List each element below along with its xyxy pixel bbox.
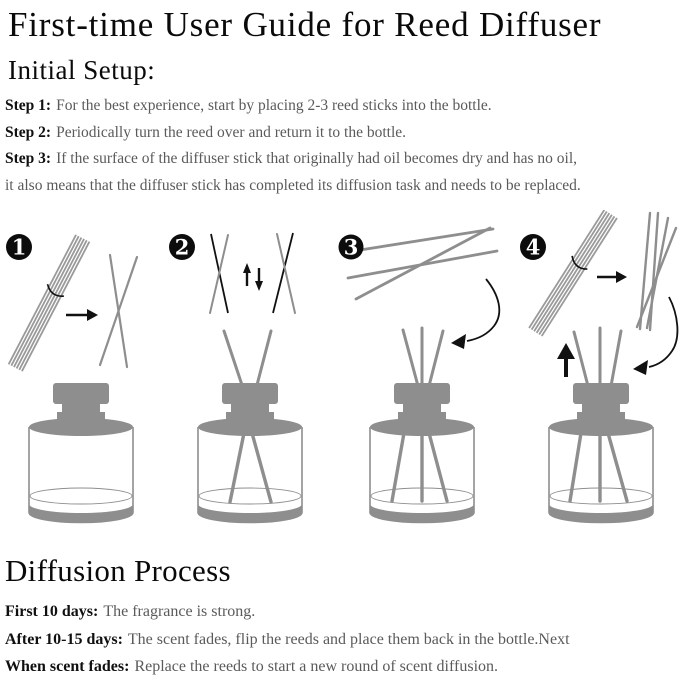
step-number-badge: 4 [520, 234, 546, 260]
step-number-badge: 2 [169, 234, 195, 260]
step-3-text: If the surface of the diffuser stick tha… [56, 150, 578, 167]
tie-string-icon [46, 283, 64, 297]
step-1-line: Step 1:For the best experience, start by… [5, 93, 581, 120]
diffusion-item-3-label: When scent fades: [5, 658, 130, 675]
step-3-line: Step 3:If the surface of the diffuser st… [5, 146, 581, 173]
loose-reeds-icon [635, 211, 678, 332]
diffusion-item-3-text: Replace the reeds to start a new round o… [134, 658, 499, 675]
diffusion-item-2: After 10-15 days:The scent fades, flip t… [5, 626, 570, 654]
loose-reeds-icon [346, 226, 499, 301]
setup-steps: Step 1:For the best experience, start by… [5, 93, 581, 199]
crossed-reeds-right-icon [272, 232, 296, 314]
tie-string-icon [571, 255, 588, 270]
svg-text:4: 4 [526, 235, 541, 260]
reeds-in-bottle [222, 329, 273, 504]
step-number-badge: 1 [6, 234, 32, 260]
step-2-label: Step 2: [5, 123, 52, 141]
diffusion-process-heading: Diffusion Process [5, 553, 231, 588]
diffuser-bottle-icon [197, 382, 303, 524]
panel-2: 2 [169, 232, 303, 524]
right-arrow-icon [66, 309, 98, 321]
diffusion-item-2-text: The scent fades, flip the reeds and plac… [127, 630, 570, 648]
crossed-reeds-left-icon [209, 233, 229, 314]
curved-arrow-icon [633, 296, 679, 375]
reed-bundle-icon [7, 234, 91, 372]
diffuser-bottle-icon [28, 382, 134, 524]
step-3-continuation-text: it also means that the diffuser stick ha… [5, 176, 581, 194]
step-1-label: Step 1: [5, 97, 52, 114]
svg-text:1: 1 [12, 235, 27, 260]
reed-bundle-icon [528, 210, 618, 337]
initial-setup-heading: Initial Setup: [8, 55, 156, 85]
right-arrow-icon [597, 271, 627, 283]
diffusion-item-1-label: First 10 days: [5, 603, 99, 620]
svg-text:2: 2 [175, 235, 190, 260]
flip-arrows-icon [243, 263, 263, 291]
up-arrow-icon [557, 343, 575, 377]
step-2-text: Periodically turn the reed over and retu… [56, 123, 407, 141]
diffusion-item-2-label: After 10-15 days: [5, 630, 123, 648]
crossed-reeds-icon [98, 253, 139, 369]
svg-text:3: 3 [344, 235, 359, 260]
panel-4: 4 [520, 210, 679, 524]
reeds-in-bottle [390, 326, 449, 503]
diffusion-process-section: Diffusion Process First 10 days:The frag… [5, 551, 570, 676]
reeds-in-bottle [568, 326, 629, 503]
step-3-continuation-line: it also means that the diffuser stick ha… [5, 173, 581, 200]
step-1-text: For the best experience, start by placin… [56, 97, 492, 114]
step-2-line: Step 2:Periodically turn the reed over a… [5, 120, 581, 147]
diffusion-item-3: When scent fades:Replace the reeds to st… [5, 653, 570, 676]
panel-3: 3 [338, 226, 501, 524]
instruction-diagram: 1 [6, 210, 679, 524]
curved-arrow-icon [451, 278, 501, 349]
step-number-badge: 3 [338, 234, 364, 260]
step-3-label: Step 3: [5, 150, 52, 167]
diffusion-item-1-text: The fragrance is strong. [103, 603, 256, 620]
page-title: First-time User Guide for Reed Diffuser [8, 5, 602, 44]
panel-1: 1 [6, 234, 139, 524]
diffusion-item-1: First 10 days:The fragrance is strong. [5, 598, 570, 626]
